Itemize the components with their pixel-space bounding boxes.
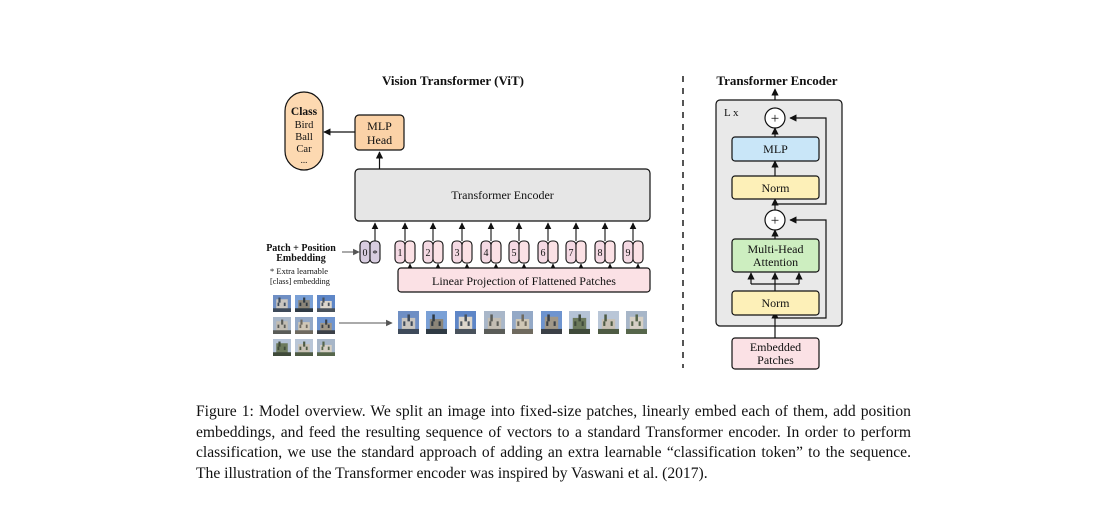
class-token: 0* — [359, 240, 381, 264]
position-token: 5 — [508, 240, 530, 264]
attention-label: Multi-Head — [748, 242, 804, 256]
transformer-encoder-label: Transformer Encoder — [451, 188, 554, 202]
image-patch — [598, 311, 619, 334]
linear-projection-label: Linear Projection of Flattened Patches — [432, 274, 616, 288]
extra-learnable-note: [class] embedding — [270, 277, 330, 286]
position-token: 8 — [594, 240, 616, 264]
position-index: 8 — [598, 248, 603, 259]
position-index: 6 — [541, 248, 546, 259]
image-patch — [455, 311, 476, 334]
image-patch — [398, 311, 419, 334]
image-patch — [273, 339, 291, 356]
class-item: Car — [296, 144, 312, 155]
norm-label: Norm — [762, 181, 791, 195]
position-index: 4 — [484, 248, 489, 259]
position-token: 2 — [422, 240, 444, 264]
multi-head-attention-box: Multi-Head Attention — [731, 238, 820, 273]
flattened-patch-sequence — [398, 311, 647, 334]
image-patch — [512, 311, 533, 334]
image-patch — [426, 311, 447, 334]
plus-symbol: + — [771, 111, 779, 127]
image-patch — [273, 317, 291, 334]
image-patch — [295, 317, 313, 334]
image-patch — [295, 339, 313, 356]
mlp-head-box: MLP Head — [354, 114, 405, 151]
encoder-title: Transformer Encoder — [716, 73, 837, 88]
attention-label: Attention — [753, 255, 798, 269]
caption-label: Figure 1: — [196, 403, 254, 420]
position-token: 3 — [451, 240, 473, 264]
position-token: 7 — [565, 240, 587, 264]
class-item: Bird — [295, 120, 314, 131]
image-patch — [317, 339, 335, 356]
position-token: 4 — [480, 240, 502, 264]
position-token: 6 — [537, 240, 559, 264]
norm-box-top: Norm — [731, 175, 820, 200]
mlp-head-label: Head — [367, 133, 392, 147]
embedded-patches-label: Patches — [757, 353, 794, 367]
position-index: 3 — [455, 248, 460, 259]
mlp-head-label: MLP — [367, 119, 392, 133]
position-index: 1 — [398, 248, 403, 259]
image-patch — [484, 311, 505, 334]
figure-caption: Figure 1: Model overview. We split an im… — [196, 402, 911, 484]
patch-position-label: Embedding — [276, 253, 325, 264]
input-image-patches — [273, 295, 335, 356]
extra-learnable-note: * Extra learnable — [270, 266, 328, 276]
norm-box-bottom: Norm — [731, 290, 820, 316]
class-token-index: 0 — [363, 248, 368, 259]
embedded-patches-label: Embedded — [750, 340, 801, 354]
residual-bypass-1 — [775, 216, 827, 319]
class-item: Ball — [295, 132, 313, 143]
position-token: 1 — [394, 240, 416, 264]
plus-symbol: + — [771, 213, 779, 229]
repeat-label: L x — [724, 107, 739, 119]
caption-text: Model overview. We split an image into f… — [196, 403, 911, 482]
class-token-marker: * — [372, 248, 378, 260]
linear-projection-box: Linear Projection of Flattened Patches — [397, 267, 651, 293]
image-patch — [295, 295, 313, 312]
position-index: 7 — [569, 248, 574, 259]
image-patch — [569, 311, 590, 334]
class-heading: Class — [291, 106, 318, 118]
image-patch — [317, 295, 335, 312]
position-index: 9 — [626, 248, 631, 259]
position-token: 9 — [622, 240, 644, 264]
position-index: 5 — [512, 248, 517, 259]
vit-figure: Vision Transformer (ViT) Class Bird Ball… — [266, 73, 843, 370]
residual-add-upper: + — [764, 107, 786, 129]
image-patch — [317, 317, 335, 334]
encoder-mlp-label: MLP — [763, 142, 788, 156]
class-item: ... — [301, 155, 308, 165]
residual-add-lower: + — [764, 209, 786, 231]
image-patch — [626, 311, 647, 334]
norm-label: Norm — [762, 296, 791, 310]
image-patch — [541, 311, 562, 334]
encoder-mlp-box: MLP — [731, 136, 820, 162]
vit-title: Vision Transformer (ViT) — [382, 73, 524, 88]
residual-bypass-2 — [775, 114, 827, 205]
image-patch — [273, 295, 291, 312]
transformer-encoder-box: Transformer Encoder — [354, 168, 651, 222]
class-output-box: Class Bird Ball Car ... — [284, 91, 324, 171]
position-index: 2 — [426, 248, 431, 259]
patch-position-label: Patch + Position — [266, 243, 336, 254]
embedded-patches-box: Embedded Patches — [731, 337, 820, 370]
